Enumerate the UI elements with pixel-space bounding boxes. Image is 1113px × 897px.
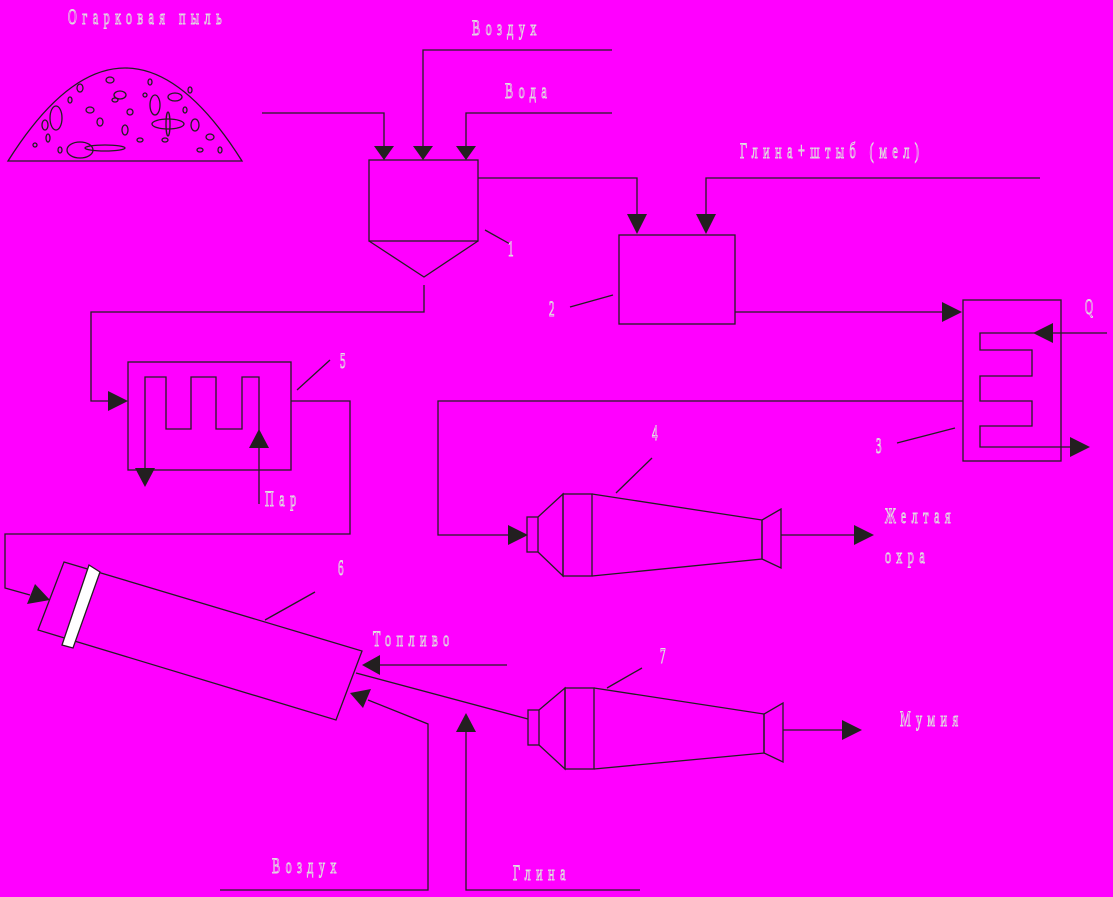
flow-clay xyxy=(465,727,640,891)
flow-dryer-to-kiln xyxy=(4,400,351,596)
arrow-icon xyxy=(135,468,155,487)
number-6: 6 xyxy=(338,555,344,580)
flow-clay-chalk-to-mixer xyxy=(705,177,1040,223)
flow-air-to-hopper xyxy=(422,49,612,148)
flow-hopper-to-mixer xyxy=(478,177,638,223)
label-mummy: Мумия xyxy=(900,706,964,731)
arrow-icon xyxy=(249,429,269,448)
number-3: 3 xyxy=(876,433,882,458)
number-5: 5 xyxy=(340,348,346,373)
flow-hopper-to-dryer xyxy=(90,285,425,402)
label-steam: Пар xyxy=(265,486,302,511)
mixer-2 xyxy=(569,234,736,325)
number-1: 1 xyxy=(508,236,514,261)
arrow-icon xyxy=(350,689,371,708)
arrow-icon xyxy=(362,655,380,675)
arrow-icon xyxy=(456,713,476,732)
arrow-icon xyxy=(942,302,962,322)
label-clay: Глина xyxy=(513,860,571,885)
flow-air-to-kiln xyxy=(220,699,429,891)
arrow-icon xyxy=(1070,437,1090,457)
cooler-7 xyxy=(527,667,784,771)
label-air-bottom: Воздух xyxy=(272,853,342,878)
arrow-icon xyxy=(374,146,394,160)
label-air-top: Воздух xyxy=(472,15,542,40)
arrow-icon xyxy=(456,146,476,160)
dryer-5 xyxy=(127,359,331,504)
flow-water-to-hopper xyxy=(465,112,612,148)
arrow-icon xyxy=(508,525,528,545)
arrow-icon xyxy=(27,584,50,604)
arrow-icon xyxy=(108,391,128,411)
label-cinder-dust: Огарковая пыль xyxy=(68,4,228,29)
label-clay-chalk: Глина+штыб (мел) xyxy=(740,138,925,163)
arrow-icon xyxy=(854,525,874,545)
flow-kiln-to-cooler7 xyxy=(355,672,529,720)
label-fuel: Топливо xyxy=(373,626,455,651)
label-yellow-ochre-1: Желтая xyxy=(885,503,957,528)
label-yellow-ochre-2: охра xyxy=(885,543,931,568)
number-4: 4 xyxy=(652,420,658,445)
arrow-icon xyxy=(842,720,862,740)
number-7: 7 xyxy=(660,643,666,668)
arrow-icon xyxy=(696,214,716,234)
label-water: Вода xyxy=(505,78,553,103)
hopper-1 xyxy=(368,159,511,278)
arrow-icon xyxy=(1033,323,1053,343)
cooler-4 xyxy=(526,457,782,578)
label-heat-q: Q xyxy=(1085,294,1093,319)
arrow-icon xyxy=(627,214,647,234)
rotary-kiln-6 xyxy=(37,561,363,721)
arrow-icon xyxy=(413,146,433,160)
heat-exchanger-3 xyxy=(896,299,1107,462)
cinder-dust-pile xyxy=(6,67,244,162)
number-2: 2 xyxy=(549,296,555,321)
flow-pile-to-hopper xyxy=(262,112,385,148)
flow-exchanger-to-cooler xyxy=(437,400,963,536)
